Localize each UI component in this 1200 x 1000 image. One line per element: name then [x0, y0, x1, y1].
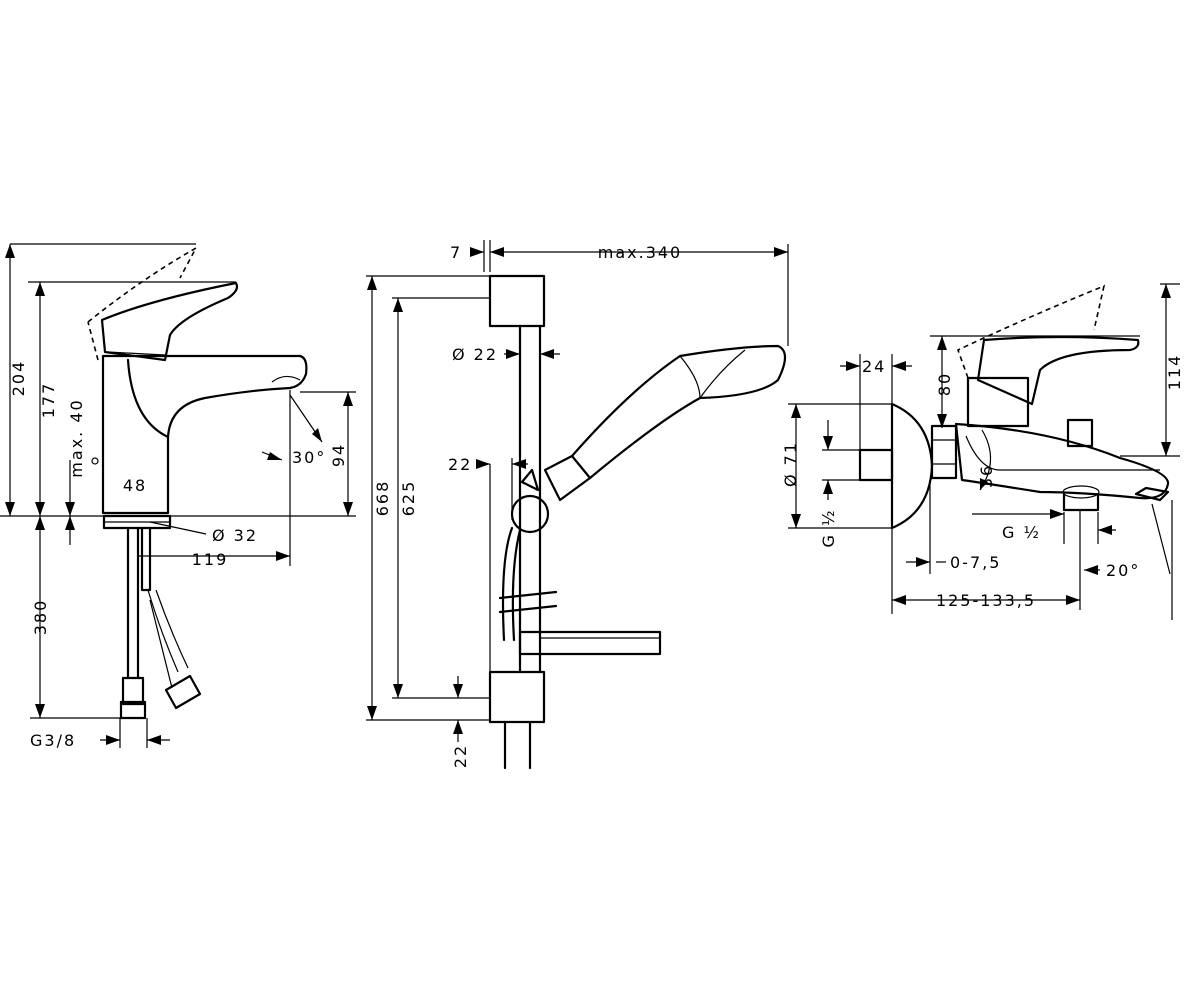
bath-dim-80: 80	[935, 372, 954, 396]
bath-dim-24: 24	[862, 357, 886, 376]
bath-dim-125-1335: 125-133,5	[936, 591, 1036, 610]
bath-mixer-lever	[976, 335, 1140, 406]
shower-dim-7: 7	[450, 243, 462, 262]
basin-dim-30deg: 30°	[292, 448, 326, 467]
shower-dim-22-top: 22	[448, 455, 472, 474]
shower-dim-d22: Ø 22	[452, 345, 498, 364]
bath-dim-g12-left: G ½	[819, 509, 838, 548]
bath-dim-g12-right: G ½	[1002, 523, 1041, 542]
shower-dim-668: 668	[373, 480, 392, 517]
basin-dim-380: 380	[31, 599, 50, 636]
shower-top-bracket	[488, 274, 546, 328]
basin-dim-204: 204	[9, 360, 28, 397]
bath-dim-20deg: 20°	[1106, 561, 1140, 580]
bath-dim-d71: Ø 71	[781, 441, 800, 487]
basin-dim-d32: Ø 32	[212, 526, 258, 545]
basin-mixer-body	[101, 354, 308, 515]
basin-dim-119: 119	[192, 550, 229, 569]
bath-dim-36: 36	[977, 464, 996, 488]
bath-wall-rosette	[890, 402, 934, 530]
shower-dim-625: 625	[399, 480, 418, 517]
basin-dim-max40: max. 40	[67, 398, 86, 477]
bath-mixer-body	[954, 422, 1170, 500]
bath-dim-114: 114	[1165, 354, 1184, 391]
basin-mixer-drawing	[0, 243, 356, 748]
basin-dim-48: 48	[123, 476, 147, 495]
shower-hand-shower	[543, 454, 592, 502]
basin-mixer-lever	[100, 281, 239, 362]
shower-dim-22-bottom: 22	[451, 744, 470, 768]
shower-soap-dish	[518, 630, 662, 656]
bath-dim-0-75: 0-7,5	[950, 553, 1001, 572]
basin-dim-g38: G3/8	[30, 731, 76, 750]
basin-dim-177: 177	[39, 382, 58, 419]
shower-set-drawing	[366, 240, 789, 770]
basin-dim-94: 94	[329, 443, 348, 467]
shower-dim-max340: max.340	[598, 243, 682, 262]
bath-mixer-drawing	[788, 283, 1180, 620]
shower-bottom-bracket	[488, 670, 546, 724]
